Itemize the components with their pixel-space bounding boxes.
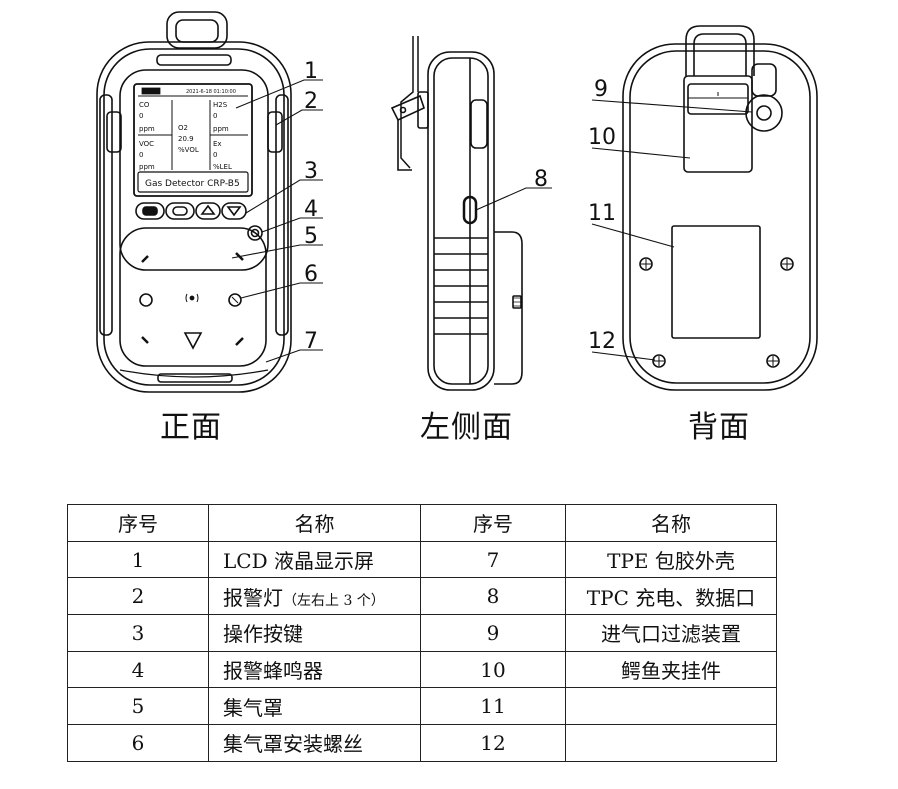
callout-5: 5 xyxy=(304,224,318,249)
buzzer xyxy=(247,225,263,241)
button-2 xyxy=(165,202,195,220)
callout-2: 2 xyxy=(304,89,318,114)
table-row: 1 LCD 液晶显示屏 7 TPE 包胶外壳 xyxy=(67,540,777,579)
svg-text:CO: CO xyxy=(139,101,150,109)
table-row: 5 集气罩 11 xyxy=(67,687,777,726)
callout-10: 10 xyxy=(588,125,616,150)
button-1 xyxy=(135,202,165,220)
back-label xyxy=(671,225,761,339)
caption-back: 背面 xyxy=(688,410,750,445)
svg-text:0: 0 xyxy=(139,151,143,159)
caption-left: 左侧面 xyxy=(420,410,513,445)
svg-text:0: 0 xyxy=(213,112,217,120)
hood-screw-left xyxy=(139,293,153,307)
table-header: 序号 名称 序号 名称 xyxy=(67,504,777,542)
header-index-1: 序号 xyxy=(67,504,209,542)
button-3 xyxy=(195,202,221,220)
left-side-view xyxy=(390,36,552,391)
callout-4: 4 xyxy=(304,197,318,222)
screen-date: 2021-6-18 01:10:00 xyxy=(186,89,236,95)
svg-text:O2: O2 xyxy=(178,124,188,132)
table-row: 6 集气罩安装螺丝 12 xyxy=(67,724,777,762)
svg-text:ppm: ppm xyxy=(139,125,155,133)
callout-6: 6 xyxy=(304,262,318,287)
front-view xyxy=(96,11,323,393)
inlet-filter xyxy=(745,94,783,132)
svg-text:ppm: ppm xyxy=(139,163,155,171)
svg-text:ppm: ppm xyxy=(213,125,229,133)
svg-text:0: 0 xyxy=(213,151,217,159)
callout-9: 9 xyxy=(594,77,608,102)
svg-text:20.9: 20.9 xyxy=(178,135,194,143)
button-4 xyxy=(221,202,247,220)
device-diagram: 1 2 3 4 5 6 7 8 9 10 11 12 2021-6-18 01:… xyxy=(96,11,818,393)
header-name-1: 名称 xyxy=(208,504,421,542)
back-screw xyxy=(652,354,666,368)
screen-model: Gas Detector CRP-B5 xyxy=(145,179,240,189)
belt-clip xyxy=(683,75,753,173)
callout-11: 11 xyxy=(588,201,616,226)
back-view xyxy=(591,25,818,391)
svg-text:0: 0 xyxy=(139,112,143,120)
lcd-screen xyxy=(133,83,253,197)
hood-screw-right xyxy=(228,293,242,307)
svg-text:%LEL: %LEL xyxy=(213,163,232,171)
table-row: 2 报警灯（左右上 3 个） 8 TPC 充电、数据口 xyxy=(67,577,777,616)
table-row: 4 报警蜂鸣器 10 鳄鱼夹挂件 xyxy=(67,650,777,689)
caption-front: 正面 xyxy=(160,410,222,445)
gas-hood xyxy=(119,227,267,367)
svg-text:H2S: H2S xyxy=(213,101,228,109)
parts-table: 序号 名称 序号 名称 1 LCD 液晶显示屏 7 TPE 包胶外壳 2 报警灯… xyxy=(67,504,777,762)
svg-text:%VOL: %VOL xyxy=(178,146,199,154)
callout-8: 8 xyxy=(534,167,548,192)
header-name-2: 名称 xyxy=(565,504,777,542)
callout-7: 7 xyxy=(304,329,318,354)
callout-12: 12 xyxy=(588,329,616,354)
table-row: 3 操作按键 9 进气口过滤装置 xyxy=(67,614,777,652)
svg-text:VOC: VOC xyxy=(139,140,154,148)
svg-text:Ex: Ex xyxy=(213,140,222,148)
callout-1: 1 xyxy=(304,59,318,84)
header-index-2: 序号 xyxy=(420,504,566,542)
callout-3: 3 xyxy=(304,159,318,184)
